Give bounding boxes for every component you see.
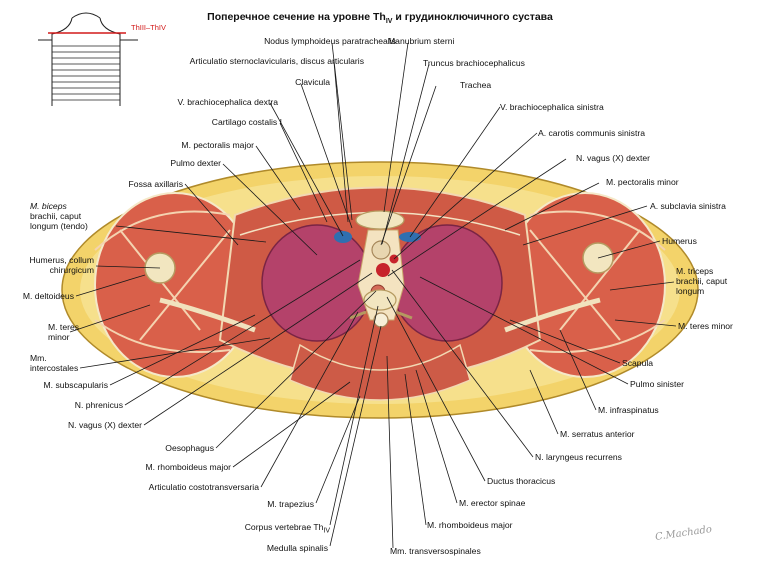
label-pulmo-dexter: Pulmo dexter	[170, 158, 221, 168]
label-m-biceps-line1: M. biceps	[30, 201, 67, 211]
label-medulla-spinalis: Medulla spinalis	[266, 543, 328, 553]
label-scapula: Scapula	[622, 358, 654, 368]
label-n-vagus-dexter-bottom: N. vagus (X) dexter	[67, 420, 142, 430]
label-m-infraspinatus: M. infraspinatus	[598, 405, 659, 415]
label-manubrium-sterni: Manubrium sterni	[388, 36, 455, 46]
label-ductus-thoracicus: Ductus thoracicus	[487, 476, 556, 486]
left-lung	[391, 224, 503, 342]
label-a-carotis-communis: A. carotis communis sinistra	[538, 128, 645, 138]
label-n-phrenicus: N. phrenicus	[74, 400, 123, 410]
label-m-teres-minor-right: M. teres minor	[678, 321, 733, 331]
label-trachea: Trachea	[460, 80, 492, 90]
label-m-teres-minor-left-line2: minor	[48, 332, 70, 342]
label-m-triceps-line2: brachii, caput	[676, 276, 728, 286]
label-m-triceps-line1: M. triceps	[676, 266, 714, 276]
back-muscles	[289, 343, 471, 401]
label-m-deltoideus: M. deltoideus	[22, 291, 74, 301]
label-m-biceps-line2: brachii, caput	[30, 211, 82, 221]
label-mm-intercostales-line2: intercostales	[30, 363, 79, 373]
label-m-pectoralis-major-right: M. pectoralis major	[181, 140, 254, 150]
label-n-laryngeus-recurrens: N. laryngeus recurrens	[535, 452, 622, 462]
label-m-pectoralis-minor: M. pectoralis minor	[606, 177, 679, 187]
label-a-subclavia-sinistra: A. subclavia sinistra	[650, 201, 726, 211]
label-pulmo-sinister: Pulmo sinister	[630, 379, 684, 389]
label-cartilago-costalis: Cartilago costalis I	[211, 117, 282, 127]
label-mm-intercostales-line1: Mm.	[30, 353, 47, 363]
label-articulatio-sternoclavicularis: Articulatio sternoclavicularis, discus a…	[189, 56, 364, 66]
label-v-brachiocephalica-sinistra: V. brachiocephalica sinistra	[500, 102, 604, 112]
label-m-triceps-line3: longum	[676, 286, 705, 296]
label-m-trapezius: M. trapezius	[267, 499, 314, 509]
label-mm-transversospinales: Mm. transversospinales	[390, 546, 481, 556]
torso-section	[61, 161, 699, 419]
label-oesophagus: Oesophagus	[165, 443, 214, 453]
inset-torso-figure	[38, 12, 138, 106]
label-humerus-collum-line1: Humerus, collum	[29, 255, 94, 265]
label-m-subscapularis: M. subscapularis	[43, 380, 108, 390]
right-brachiocephalic-vein	[334, 231, 352, 243]
label-m-rhomboideus-major-left: M. rhomboideus major	[145, 462, 232, 472]
aorta-vessel	[376, 263, 390, 277]
label-m-teres-minor-left-line1: M. teres	[48, 322, 80, 332]
manubrium-shape	[355, 210, 405, 230]
label-v-brachiocephalica-dextra: V. brachiocephalica dextra	[177, 97, 279, 107]
right-lung	[261, 224, 373, 342]
leader-lines	[69, 42, 677, 549]
label-m-rhomboideus-major-right: M. rhomboideus major	[427, 520, 513, 530]
page-title: Поперечное сечение на уровне ThIV и груд…	[207, 11, 553, 26]
label-articulatio-costotransversaria: Articulatio costotransversaria	[148, 482, 259, 492]
vertebra-body	[363, 289, 397, 311]
label-humerus-collum-line2: chirurgicum	[49, 265, 94, 275]
label-m-serratus-anterior: M. serratus anterior	[560, 429, 635, 439]
scapula-right	[159, 297, 256, 333]
label-fossa-axillaris: Fossa axillaris	[128, 179, 183, 189]
label-m-biceps-line3: longum (tendo)	[30, 221, 88, 231]
label-humerus-left: Humerus	[662, 236, 697, 246]
label-nodus-lymphoideus: Nodus lymphoideus paratrachealis	[264, 36, 396, 46]
label-truncus-brachiocephalicus: Truncus brachiocephalicus	[423, 58, 525, 68]
inset-level-label: ThIII–ThIV	[131, 23, 167, 32]
label-corpus-vertebrae: Corpus vertebrae ThIV	[244, 522, 330, 535]
label-n-vagus-dexter-top: N. vagus (X) dexter	[576, 153, 651, 163]
label-m-erector-spinae: M. erector spinae	[459, 498, 526, 508]
label-clavicula: Clavicula	[295, 77, 330, 87]
trachea-shape	[371, 240, 391, 260]
